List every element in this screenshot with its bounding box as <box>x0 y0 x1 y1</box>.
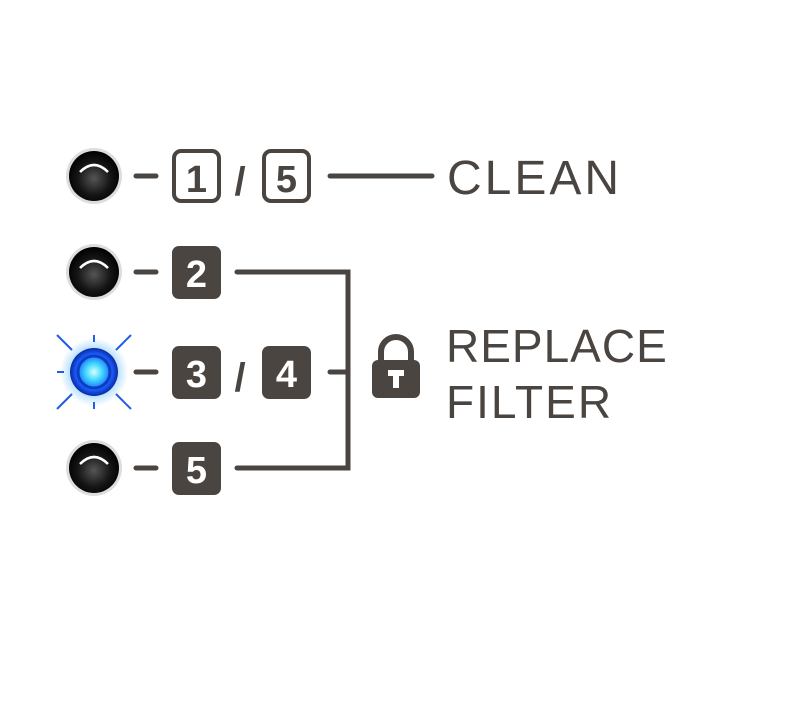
separator: / <box>234 160 245 204</box>
replace-bracket <box>234 269 351 471</box>
lock-icon <box>372 334 420 398</box>
code-box-4 <box>262 346 311 399</box>
code-box-5 <box>172 442 221 495</box>
code-3: 3 <box>186 354 207 396</box>
led-row-3-active <box>56 334 132 410</box>
filter-label: FILTER <box>446 376 613 428</box>
code-1: 1 <box>186 159 207 201</box>
code-5-outline: 5 <box>276 159 297 201</box>
code-5: 5 <box>186 450 207 492</box>
code-box-3 <box>172 346 221 399</box>
separator: / <box>234 356 245 400</box>
code-2: 2 <box>186 254 207 296</box>
led-row-1 <box>66 148 122 204</box>
connector-dashes <box>133 173 159 471</box>
code-box-5-outline <box>262 149 311 203</box>
led-row-2 <box>66 244 122 300</box>
replace-label: REPLACE <box>446 320 668 372</box>
code-box-2 <box>172 246 221 299</box>
code-4: 4 <box>276 354 297 396</box>
clean-label: CLEAN <box>447 152 622 205</box>
led-row-4 <box>66 440 122 496</box>
code-box-1 <box>172 149 221 203</box>
